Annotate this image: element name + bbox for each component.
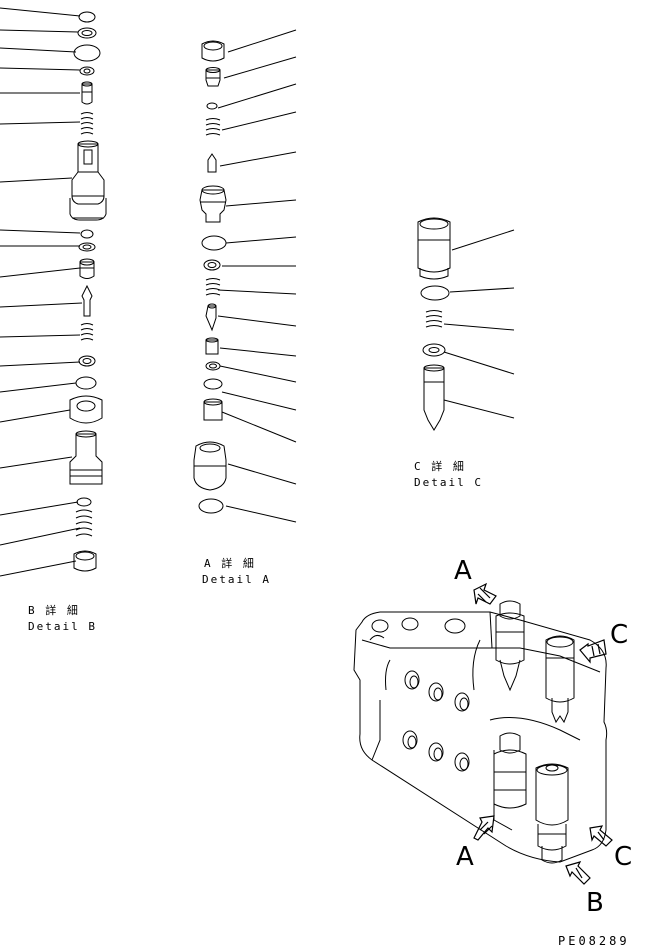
drawing-code: PE08289	[558, 934, 630, 948]
detail-b-subtitle: Detail B	[28, 620, 97, 633]
arrow-a-bottom	[473, 815, 495, 841]
assembly-valve-a-lower	[493, 732, 527, 809]
assembly-valve-a-top	[495, 600, 525, 692]
detail-b-leader-lines	[0, 7, 83, 577]
arrow-a-top	[473, 582, 497, 605]
detail-a-title: A 詳 細	[204, 557, 256, 570]
valve-assembly	[353, 582, 613, 885]
view-arrows	[473, 582, 613, 885]
port-row-top	[385, 659, 470, 712]
arrow-c-top	[579, 639, 607, 664]
view-label-a-bottom: A	[456, 842, 474, 872]
detail-a-leader-lines	[217, 29, 297, 523]
assembly-valve-b-lower	[535, 763, 569, 864]
detail-b-parts	[0, 7, 107, 577]
detail-c-title: C 詳 細	[414, 460, 466, 473]
arrow-c-bottom	[589, 825, 613, 847]
view-label-b-bottom: B	[586, 888, 604, 918]
view-label-c-top: C	[610, 620, 629, 650]
detail-b-title: B 詳 細	[28, 604, 80, 617]
detail-c-parts	[417, 217, 515, 431]
view-label-a-top: A	[454, 556, 472, 586]
assembly-valve-c-top	[545, 635, 575, 724]
port-row-bottom	[402, 730, 470, 772]
view-label-c-bottom: C	[614, 842, 633, 872]
detail-a-parts	[193, 29, 297, 523]
detail-c-leader-lines	[443, 229, 515, 419]
detail-c-subtitle: Detail C	[414, 476, 483, 489]
detail-a-subtitle: Detail A	[202, 573, 271, 586]
arrow-b-bottom	[565, 861, 591, 885]
